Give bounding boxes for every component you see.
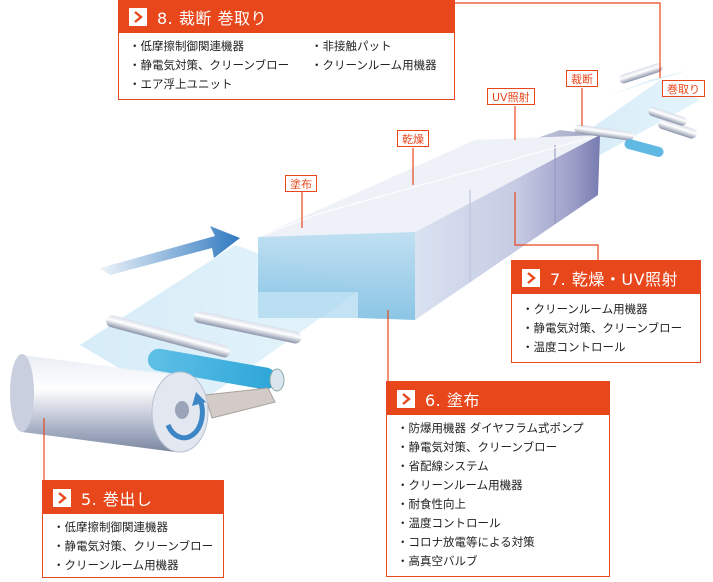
list-item: 低摩擦制御関連機器 [59,518,213,537]
guide-roller-1 [106,315,231,358]
list-item: クリーンルーム用機器 [59,556,213,575]
panel-drying-uv-header: 7. 乾燥・UV照射 [512,261,700,294]
list-item: クリーンルーム用機器 [317,56,437,75]
panel-drying-uv-list: クリーンルーム用機器 静電気対策、クリーンブロー 温度コントロール [528,300,683,357]
stage-label-drying: 乾燥 [397,130,429,147]
panel-coating-list: 防爆用機器 ダイヤフラム式ポンプ 静電気対策、クリーンブロー 省配線システム ク… [403,419,584,571]
chevron-right-icon [397,389,415,408]
stage-label-uv: UV照射 [487,88,535,105]
tunnel-opening [258,292,358,318]
panel-cut-wind-list-2: 非接触パット クリーンルーム用機器 [317,37,437,75]
coating-blade [204,387,276,419]
panel-coating: 6. 塗布 防爆用機器 ダイヤフラム式ポンプ 静電気対策、クリーンブロー 省配線… [386,381,610,577]
tunnel-edge [257,134,601,238]
cutting-rollers [574,63,663,141]
list-item: 静電気対策、クリーンブロー [528,319,683,338]
panel-drying-uv-title: 7. 乾燥・UV照射 [550,269,679,289]
rotation-arrow-icon [165,399,205,441]
tunnel-front [258,232,415,320]
list-item: 低摩擦制御関連機器 [135,37,289,56]
leader-lines [43,2,661,482]
panel-unwind-title: 5. 巻出し [81,489,153,509]
panel-cut-wind-list-1: 低摩擦制御関連機器 静電気対策、クリーンブロー エア浮上ユニット [135,37,290,94]
stage-label-coating: 塗布 [285,175,317,192]
panel-unwind-list: 低摩擦制御関連機器 静電気対策、クリーンブロー クリーンルーム用機器 [59,518,214,575]
stage-label-cutting: 裁断 [566,70,598,87]
list-item: コロナ放電等による対策 [403,533,584,552]
panel-unwind: 5. 巻出し 低摩擦制御関連機器 静電気対策、クリーンブロー クリーンルーム用機… [42,480,224,578]
direction-arrow [100,226,240,275]
list-item: エア浮上ユニット [135,75,289,94]
guide-roller-2 [193,311,302,344]
list-item: 温度コントロール [403,514,584,533]
list-item: 耐食性向上 [403,495,584,514]
panel-cut-wind-header: 8. 裁断 巻取り [119,0,454,33]
chevron-right-icon [522,268,540,287]
panel-drying-uv: 7. 乾燥・UV照射 クリーンルーム用機器 静電気対策、クリーンブロー 温度コン… [511,260,701,363]
panel-cut-wind-title: 8. 裁断 巻取り [157,8,267,28]
list-item: 静電気対策、クリーンブロー [59,537,214,556]
coating-roller [147,348,285,392]
list-item: 防爆用機器 ダイヤフラム式ポンプ [403,419,584,438]
panel-cut-wind: 8. 裁断 巻取り 低摩擦制御関連機器 静電気対策、クリーンブロー エア浮上ユニ… [118,0,455,100]
panel-coating-title: 6. 塗布 [425,390,480,410]
list-item: クリーンルーム用機器 [403,476,584,495]
chevron-right-icon [129,7,147,26]
tunnel-side [415,135,600,320]
panel-unwind-header: 5. 巻出し [43,481,223,514]
panel-coating-header: 6. 塗布 [387,382,609,415]
list-item: 静電気対策、クリーンブロー [135,56,290,75]
list-item: クリーンルーム用機器 [528,300,682,319]
list-item: 高真空バルブ [403,552,584,571]
winding-rollers [624,107,697,157]
chevron-right-icon [53,488,71,507]
unwind-roll [10,354,209,453]
stage-label-winding: 巻取り [662,80,705,97]
list-item: 省配線システム [403,457,584,476]
list-item: 温度コントロール [528,338,682,357]
tunnel-top-face [258,135,600,237]
list-item: 静電気対策、クリーンブロー [403,438,584,457]
list-item: 非接触パット [317,37,437,56]
